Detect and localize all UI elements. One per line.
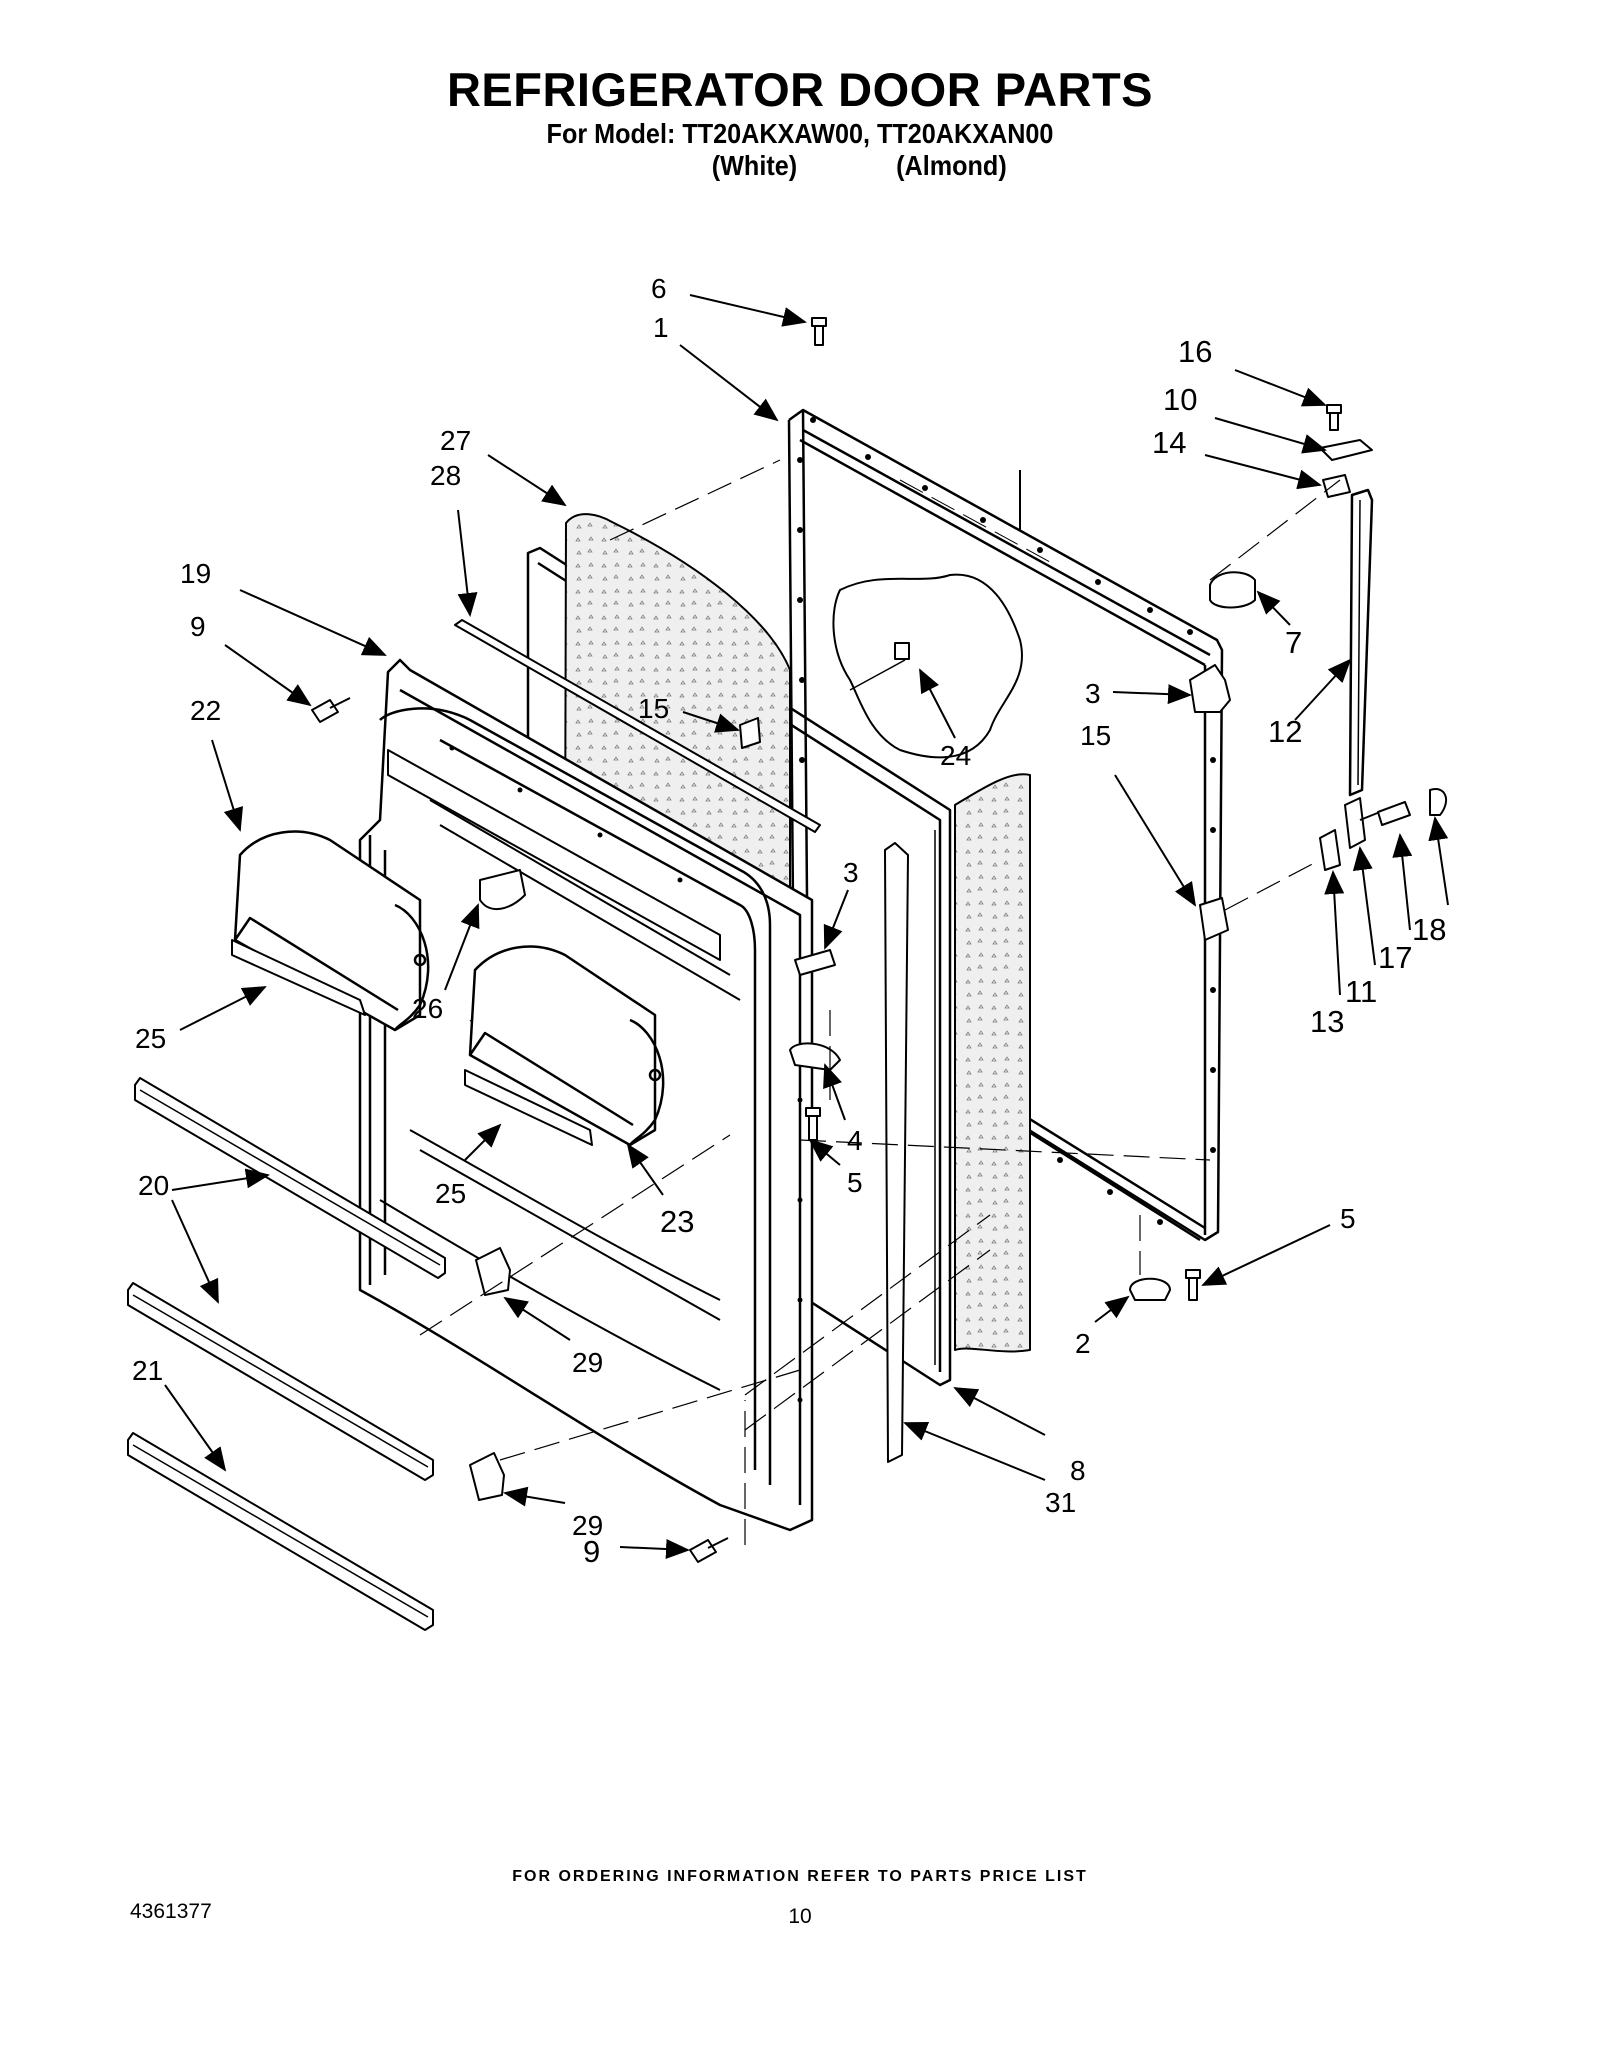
end-cap-upper (475, 1247, 511, 1296)
bin-support (479, 869, 526, 910)
callout-18: 18 (1412, 912, 1446, 947)
door-handle (1348, 488, 1374, 797)
door-stop (1129, 1277, 1171, 1301)
screw-16 (1326, 404, 1342, 431)
cover-18 (1429, 788, 1448, 816)
screw-5-left (805, 1107, 821, 1141)
callout-3b: 3 (843, 857, 859, 888)
callout-29b: 29 (572, 1510, 603, 1541)
callout-8: 8 (1070, 1455, 1086, 1486)
middle-door-bin (468, 945, 665, 1147)
top-bar (454, 619, 821, 833)
model-line: For Model: TT20AKXAW00, TT20AKXAN00 (546, 118, 1054, 149)
middle-bin-strip (464, 1069, 593, 1146)
ordering-note: FOR ORDERING INFORMATION REFER TO PARTS … (512, 1868, 1088, 1885)
variant-almond: (Almond) (896, 150, 1007, 181)
callout-6: 6 (651, 273, 667, 304)
page-number: 10 (788, 1905, 812, 1928)
callout-16: 16 (1178, 334, 1212, 369)
callout-20: 20 (138, 1170, 169, 1201)
callout-13: 13 (1310, 1004, 1344, 1039)
callout-7: 7 (1285, 625, 1302, 660)
callout-25b: 25 (435, 1178, 466, 1209)
clip-4 (789, 1042, 841, 1071)
hinge-14 (1322, 474, 1351, 498)
callout-29: 29 (572, 1347, 603, 1378)
clip-3-left (794, 949, 836, 976)
callout-31: 31 (1045, 1487, 1076, 1518)
end-cap-lower (469, 1452, 505, 1501)
callout-15: 15 (638, 693, 669, 724)
callout-19: 19 (180, 558, 211, 589)
callout-17: 17 (1378, 940, 1412, 975)
screw-9-lower (689, 1537, 729, 1563)
callout-27: 27 (440, 425, 471, 456)
door-rail (387, 749, 721, 961)
callout-15b: 15 (1080, 720, 1111, 751)
page-title: REFRIGERATOR DOOR PARTS (446, 63, 1154, 116)
upper-door-bin (233, 830, 430, 1032)
callout-9b: 9 (583, 1534, 600, 1569)
callout-21: 21 (132, 1355, 163, 1386)
callout-28: 28 (430, 460, 461, 491)
callout-4: 4 (847, 1125, 863, 1156)
variant-white: (White) (711, 150, 798, 181)
screw-6 (811, 317, 827, 346)
foam-strip (954, 773, 1031, 1353)
callout-5b: 5 (1340, 1203, 1356, 1234)
callout-10: 10 (1163, 382, 1197, 417)
callout-2: 2 (1075, 1328, 1091, 1359)
door-strip (884, 842, 909, 1463)
hinge-10 (1319, 439, 1373, 461)
clip-15-left (739, 717, 761, 749)
pin-17 (1377, 801, 1411, 826)
callout-24: 24 (940, 740, 971, 771)
leader-arrows (164, 294, 1449, 1560)
callout-9: 9 (190, 611, 206, 642)
callout-5: 5 (847, 1167, 863, 1198)
callout-12: 12 (1268, 714, 1302, 749)
screw-9-upper (311, 697, 351, 723)
callout-25: 25 (135, 1023, 166, 1054)
hinge-13 (1319, 829, 1341, 871)
hinge-11 (1344, 797, 1381, 849)
callout-3: 3 (1085, 678, 1101, 709)
document-number: 4361377 (130, 1900, 212, 1923)
callout-26: 26 (412, 993, 443, 1024)
callout-23: 23 (660, 1204, 694, 1239)
callout-11: 11 (1345, 974, 1377, 1009)
callout-22: 22 (190, 695, 221, 726)
upper-bin-strip (231, 939, 366, 1016)
hinge-cap (1209, 571, 1256, 609)
screw-5-right (1185, 1269, 1201, 1301)
callout-labels: 6 1 27 28 19 9 22 15 24 16 10 14 7 3 15 … (132, 273, 1446, 1569)
callout-1: 1 (653, 312, 669, 343)
part-artwork (127, 317, 1448, 1631)
callout-14: 14 (1152, 425, 1186, 460)
